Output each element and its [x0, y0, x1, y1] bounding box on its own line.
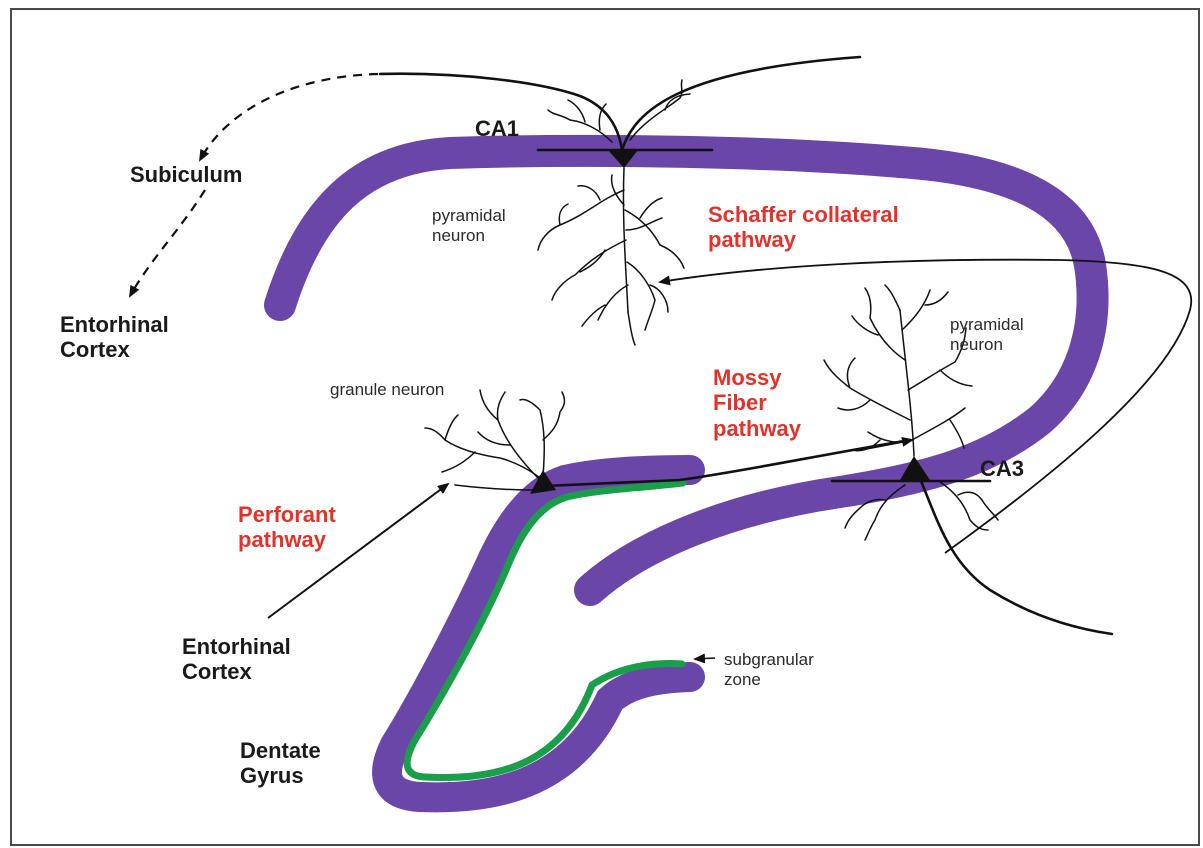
- entorhinal-cortex-bottom-label: Entorhinal Cortex: [182, 634, 291, 685]
- subgranular-zone-pointer: [695, 658, 715, 659]
- pyramidal-neuron-ca3-label: pyramidal neuron: [950, 315, 1024, 354]
- ca-pyramidal-layer: [280, 151, 1093, 590]
- granule-neuron-label: granule neuron: [330, 380, 444, 400]
- ca3-label: CA3: [980, 456, 1024, 481]
- subiculum-label: Subiculum: [130, 162, 242, 187]
- ca1-label: CA1: [475, 116, 519, 141]
- entorhinal-cortex-top-label: Entorhinal Cortex: [60, 312, 169, 363]
- dentate-gyrus-label: Dentate Gyrus: [240, 738, 321, 789]
- mossy-fiber-pathway-label: Mossy Fiber pathway: [713, 365, 801, 441]
- subgranular-zone-label: subgranular zone: [724, 650, 814, 689]
- ca3-axon: [914, 465, 1112, 634]
- cell-layers: [280, 151, 1093, 798]
- pyramidal-neuron-ca1-label: pyramidal neuron: [432, 206, 506, 245]
- perforant-pathway-label: Perforant pathway: [238, 502, 336, 553]
- schaffer-collateral-pathway-label: Schaffer collateral pathway: [708, 202, 899, 253]
